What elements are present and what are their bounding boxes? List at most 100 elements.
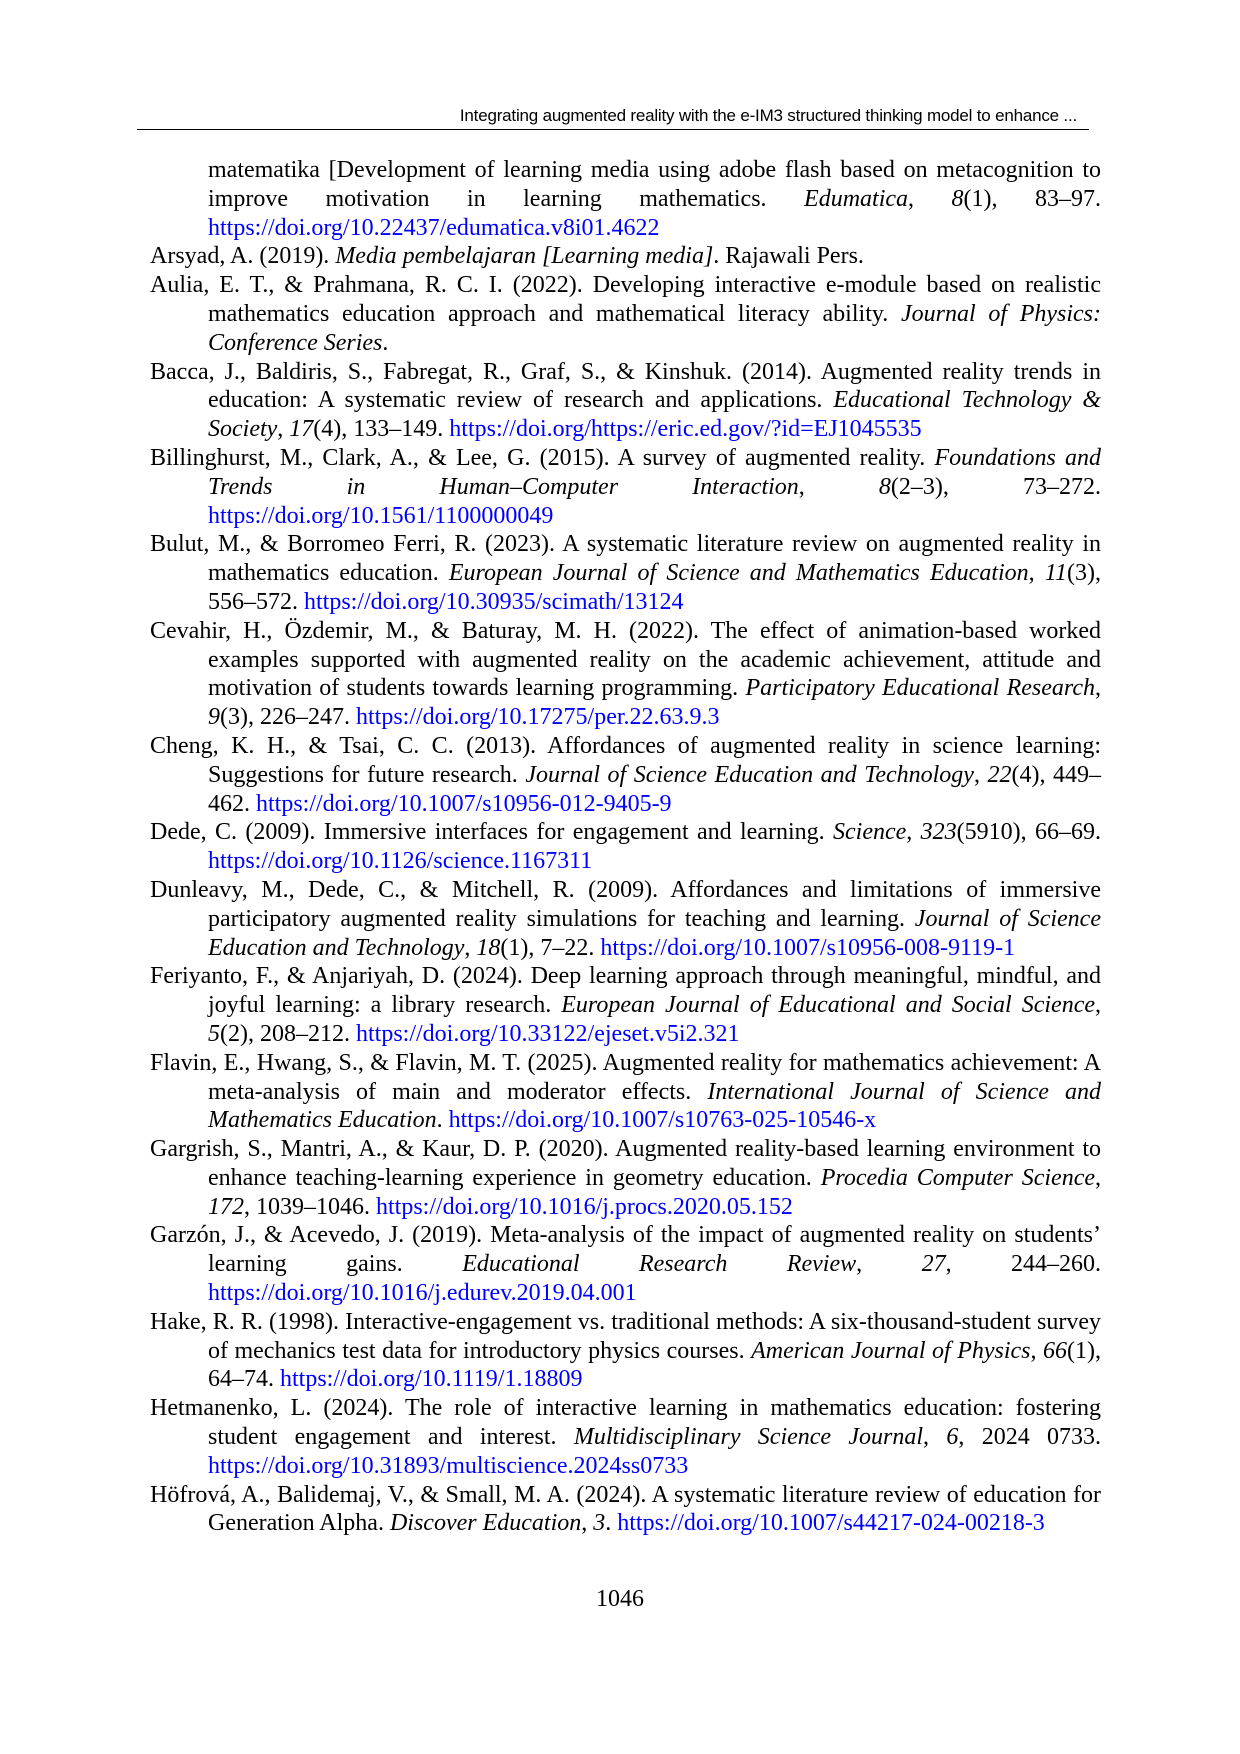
reference-text: , [581,1510,594,1537]
reference-text: (3), 226–247. [220,704,356,731]
italic-text: Procedia Computer Science [820,1164,1096,1191]
reference-text: , [277,416,290,443]
doi-link[interactable]: https://doi.org/10.1007/s10763-025-10546… [448,1107,877,1134]
doi-link[interactable]: https://doi.org/10.1126/science.1167311 [208,848,593,875]
running-title: Integrating augmented reality with the e… [459,106,1077,125]
doi-link[interactable]: https://doi.org/10.1016/j.procs.2020.05.… [376,1193,793,1220]
reference-entry: Dede, C. (2009). Immersive interfaces fo… [150,818,1101,876]
doi-link[interactable]: https://doi.org/10.33122/ejeset.v5i2.321 [355,1020,740,1047]
italic-text: Journal of Science Education and Technol… [208,905,1101,961]
reference-text: Cevahir, H., Özdemir, M., & Baturay, M. … [150,617,1101,702]
italic-text: 5 [208,1020,220,1047]
reference-text: Flavin, E., Hwang, S., & Flavin, M. T. (… [150,1049,1101,1105]
italic-text: Multidisciplinary Science Journal [573,1424,924,1451]
doi-link[interactable]: https://doi.org/10.17275/per.22.63.9.3 [355,704,720,731]
reference-entry: Hetmanenko, L. (2024). The role of inter… [150,1394,1101,1480]
reference-text: Arsyad, A. (2019). [150,243,336,270]
reference-entry: Feriyanto, F., & Anjariyah, D. (2024). D… [150,962,1101,1048]
running-header: Integrating augmented reality with the e… [137,100,1089,130]
italic-text: 22 [987,761,1012,788]
reference-entry-continued: matematika [Development of learning medi… [150,156,1101,242]
reference-text: (4), 449–462. [208,761,1102,817]
doi-link[interactable]: https://doi.org/10.22437/edumatica.v8i01… [208,214,660,241]
doi-link[interactable]: https://doi.org/10.1016/j.edurev.2019.04… [208,1280,637,1307]
reference-entry: Höfrová, A., Balidemaj, V., & Small, M. … [150,1481,1101,1539]
italic-text: 17 [289,416,314,443]
reference-text: . Rajawali Pers. [713,243,864,270]
italic-text: Foundations and Trends in Human–Computer… [208,444,1101,500]
doi-link[interactable]: https://doi.org/10.31893/multiscience.20… [208,1452,689,1479]
reference-text: Garzón, J., & Acevedo, J. (2019). Meta-a… [150,1222,1101,1278]
reference-text: , [908,185,952,212]
reference-text: , [906,819,921,846]
doi-link[interactable]: https://doi.org/10.1119/1.18809 [280,1366,583,1393]
doi-link[interactable]: https://doi.org/10.1007/s10956-008-9119-… [600,934,1016,961]
italic-text: European Journal of Educational and Soci… [561,992,1096,1019]
italic-text: Discover Education [389,1510,582,1537]
reference-entry: Bacca, J., Baldiris, S., Fabregat, R., G… [150,358,1101,444]
doi-link[interactable]: https://doi.org/10.1007/s10956-012-9405-… [256,790,672,817]
doi-link[interactable]: https://doi.org/10.1007/s44217-024-00218… [617,1510,1045,1537]
italic-text: 18 [476,934,501,961]
reference-text: , 244–260. [945,1251,1102,1278]
reference-entry: Arsyad, A. (2019). Media pembelajaran [L… [150,242,1101,271]
reference-text: Cheng, K. H., & Tsai, C. C. (2013). Affo… [150,732,1101,788]
reference-text: , [1030,1337,1044,1364]
reference-text: Höfrová, A., Balidemaj, V., & Small, M. … [150,1481,1101,1537]
reference-text: Aulia, E. T., & Prahmana, R. C. I. (2022… [150,272,1101,327]
reference-text: (2), 208–212. [220,1020,356,1047]
reference-text: (4), 133–149. [313,416,450,443]
reference-text: , [856,1251,922,1278]
italic-text: Educational Research Review [462,1251,857,1278]
reference-text: Dede, C. (2009). Immersive interfaces fo… [150,819,834,846]
reference-entry: Cheng, K. H., & Tsai, C. C. (2013). Affo… [150,732,1101,818]
doi-link[interactable]: https://doi.org/https://eric.ed.gov/?id=… [449,416,922,443]
italic-text: Journal of Science Education and Technol… [525,761,974,788]
reference-text: (3), 556–572. [208,560,1101,615]
italic-text: American Journal of Physics [751,1337,1031,1364]
italic-text: European Journal of Science and Mathemat… [448,560,1029,587]
reference-text: , [1094,675,1101,702]
reference-entry: Garzón, J., & Acevedo, J. (2019). Meta-a… [150,1221,1101,1307]
reference-text: , [1095,1164,1102,1191]
reference-text: , [1095,992,1102,1019]
italic-text: 6 [946,1424,959,1451]
reference-text: , [798,473,879,500]
reference-text: (1), 64–74. [208,1337,1102,1393]
italic-text: Journal of Physics: Conference Series [208,300,1101,356]
italic-text: 9 [208,704,220,731]
reference-entry: Gargrish, S., Mantri, A., & Kaur, D. P. … [150,1135,1101,1221]
reference-text: , 1039–1046. [244,1193,376,1220]
italic-text: Edumatica [804,185,909,212]
reference-entry: Billinghurst, M., Clark, A., & Lee, G. (… [150,444,1101,530]
doi-link[interactable]: https://doi.org/10.1561/1100000049 [208,502,554,529]
reference-entry: Flavin, E., Hwang, S., & Flavin, M. T. (… [150,1049,1101,1135]
italic-text: Educational Technology & Society [208,387,1102,443]
italic-text: Science [833,819,907,846]
page-number: 1046 [596,1586,644,1612]
reference-text: (1), 7–22. [500,934,601,961]
italic-text: 8 [878,473,891,500]
italic-text: 27 [921,1251,946,1278]
italic-text: 323 [920,819,957,846]
reference-text: Bulut, M., & Borromeo Ferri, R. (2023). … [150,531,1101,587]
reference-text: . [382,329,389,356]
reference-text: (1), 83–97. [963,185,1102,212]
reference-text: , [973,761,988,788]
reference-text: Billinghurst, M., Clark, A., & Lee, G. (… [150,444,935,471]
reference-text: , [923,1424,947,1451]
reference-text: Dunleavy, M., Dede, C., & Mitchell, R. (… [150,876,1101,932]
italic-text: 66 [1043,1337,1068,1364]
reference-text: Feriyanto, F., & Anjariyah, D. (2024). D… [150,963,1101,1019]
italic-text: 8 [951,185,964,212]
italic-text: 3 [593,1510,606,1537]
reference-entry: Bulut, M., & Borromeo Ferri, R. (2023). … [150,530,1101,616]
italic-text: 172 [208,1193,244,1220]
reference-text: . [436,1107,449,1134]
reference-entry: Hake, R. R. (1998). Interactive-engageme… [150,1308,1101,1394]
doi-link[interactable]: https://doi.org/10.30935/scimath/13124 [304,588,684,615]
reference-text: Hake, R. R. (1998). Interactive-engageme… [150,1308,1101,1364]
italic-text: International Journal of Science and Mat… [208,1078,1101,1134]
italic-text: Participatory Educational Research [745,675,1095,702]
reference-text: Hetmanenko, L. (2024). The role of inter… [150,1395,1101,1451]
